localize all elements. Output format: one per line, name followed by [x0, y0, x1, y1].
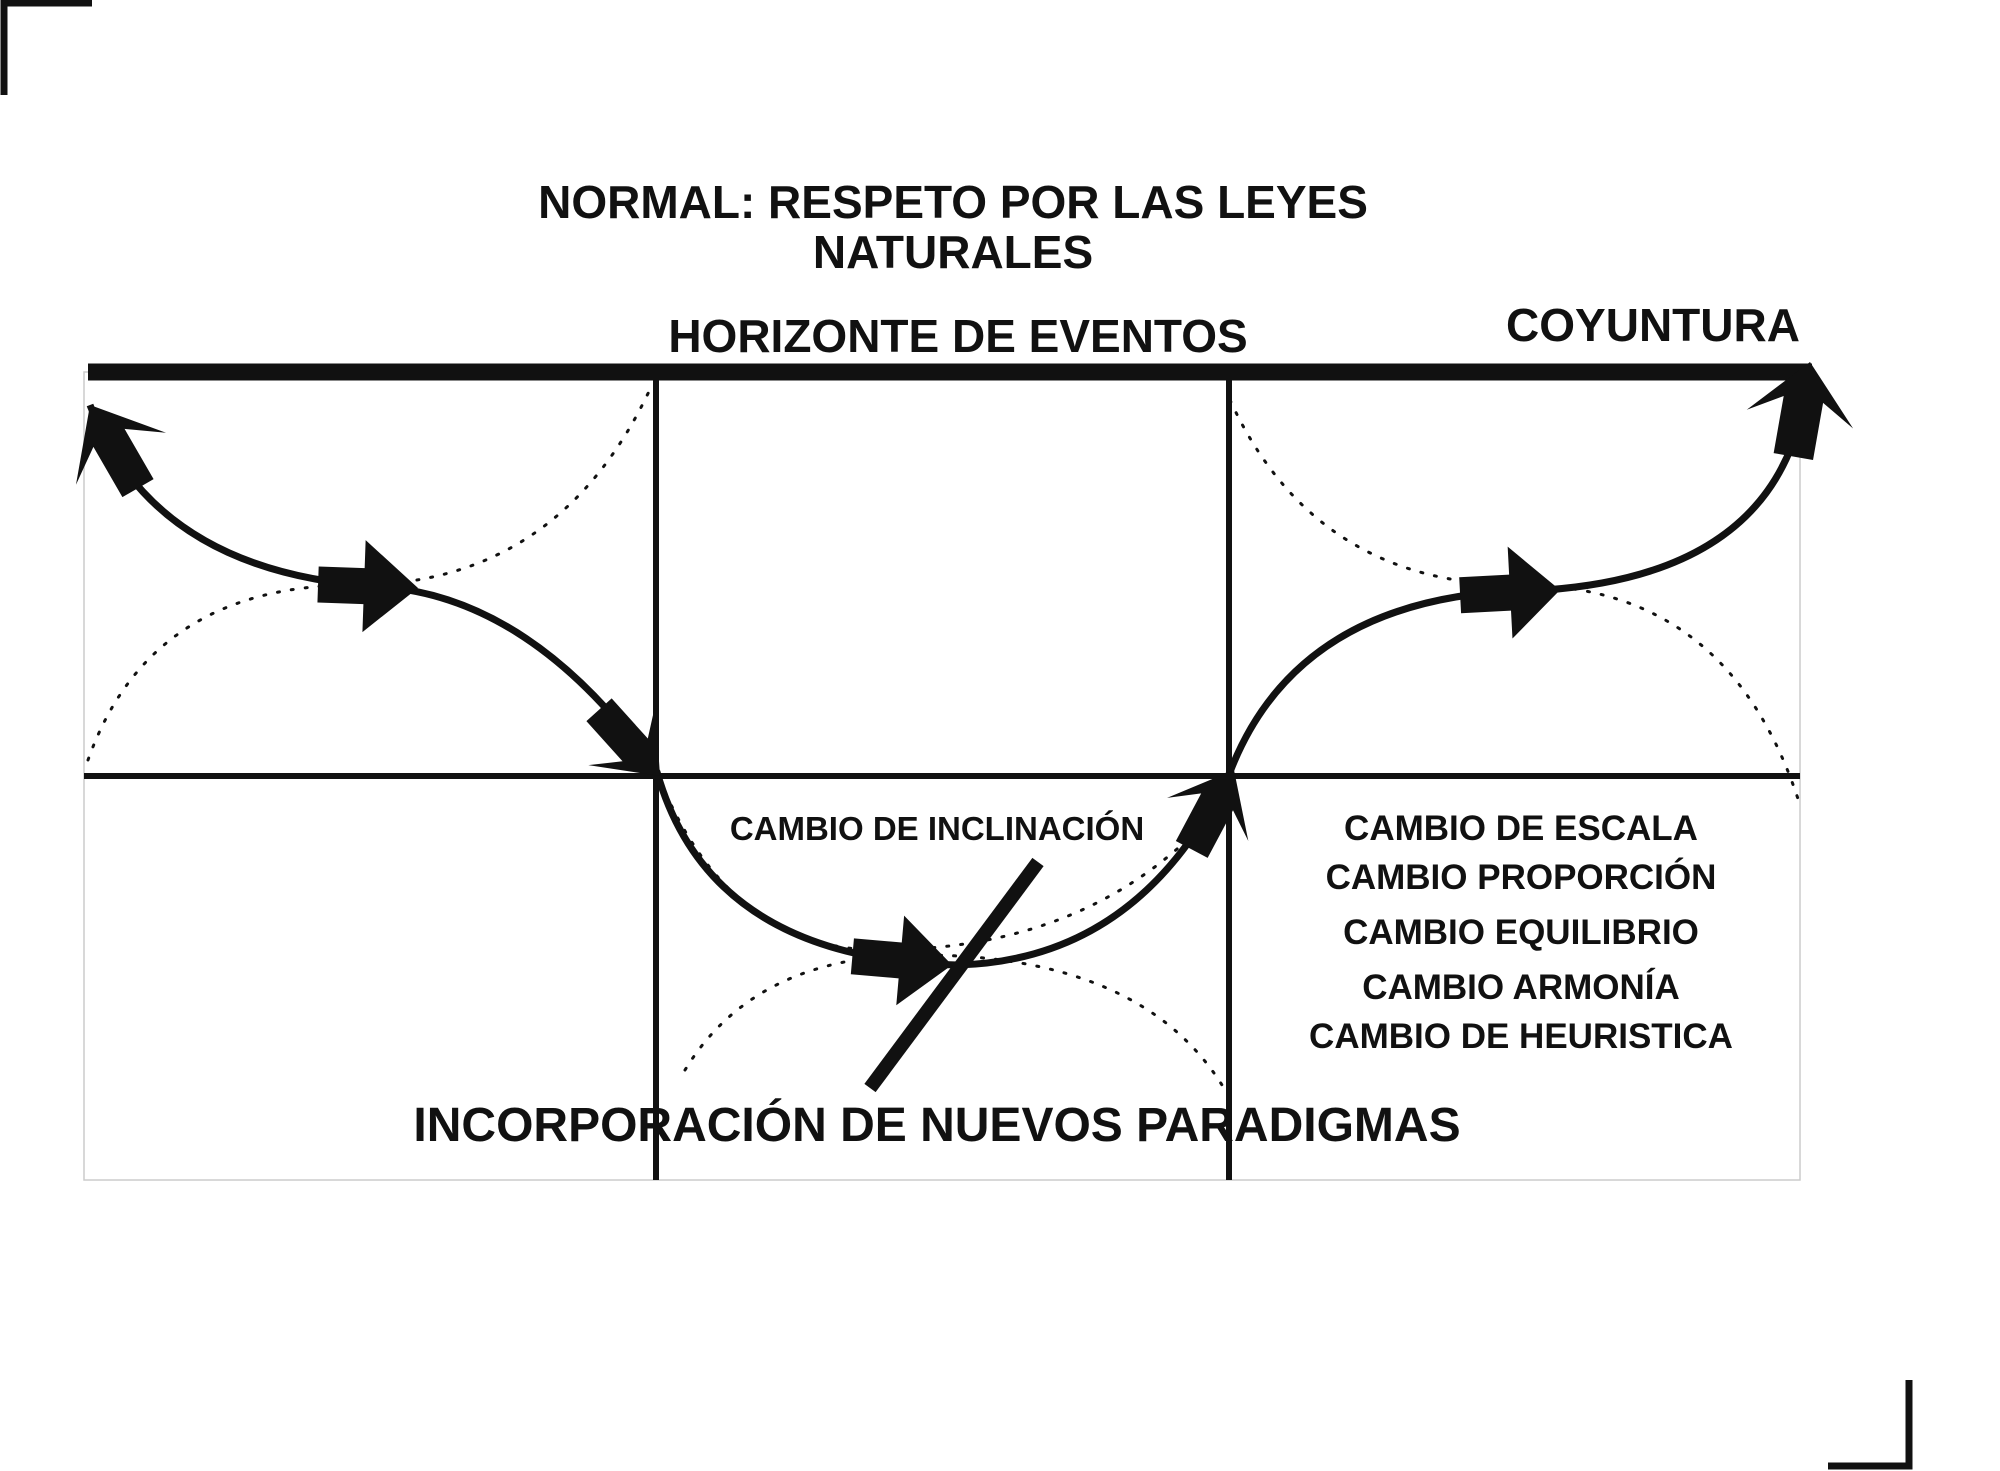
change-item: CAMBIO PROPORCIÓN: [1326, 857, 1717, 897]
corner-mark-bottom-right: [1828, 1380, 1913, 1470]
arrow-right-icon: [317, 540, 418, 633]
change-item: CAMBIO DE HEURISTICA: [1309, 1017, 1733, 1056]
paradigms-label: INCORPORACIÓN DE NUEVOS PARADIGMAS: [413, 1097, 1460, 1152]
arrow-up-right-icon: [1167, 770, 1249, 858]
inclination-label: CAMBIO DE INCLINACIÓN: [730, 810, 1144, 847]
change-item: CAMBIO DE ESCALA: [1344, 809, 1698, 848]
title-line-2: NATURALES: [813, 226, 1093, 278]
curve-arrows: [75, 362, 1854, 1006]
dotted-arc-center: [658, 778, 1227, 952]
arrow-bottom-icon: [850, 915, 952, 1006]
title-line-1: NORMAL: RESPETO POR LAS LEYES: [538, 176, 1368, 228]
change-item: CAMBIO EQUILIBRIO: [1343, 913, 1699, 952]
change-item: CAMBIO ARMONÍA: [1362, 967, 1680, 1007]
grid-lines: [84, 363, 1812, 1180]
change-list: CAMBIO DE ESCALA CAMBIO PROPORCIÓN CAMBI…: [1309, 809, 1733, 1056]
inclination-slash: [864, 857, 1044, 1093]
horizon-label: HORIZONTE DE EVENTOS: [668, 310, 1247, 362]
coyuntura-label: COYUNTURA: [1506, 299, 1800, 351]
arrow-right-upper-icon: [1459, 546, 1560, 639]
arrow-down-right-icon: [586, 698, 660, 776]
arrow-start-icon: [75, 405, 167, 498]
corner-mark-top-left: [0, 0, 92, 95]
dotted-arc-lower: [683, 953, 1224, 1087]
dotted-arc-left: [86, 383, 654, 762]
arrow-end-icon: [1746, 362, 1854, 461]
